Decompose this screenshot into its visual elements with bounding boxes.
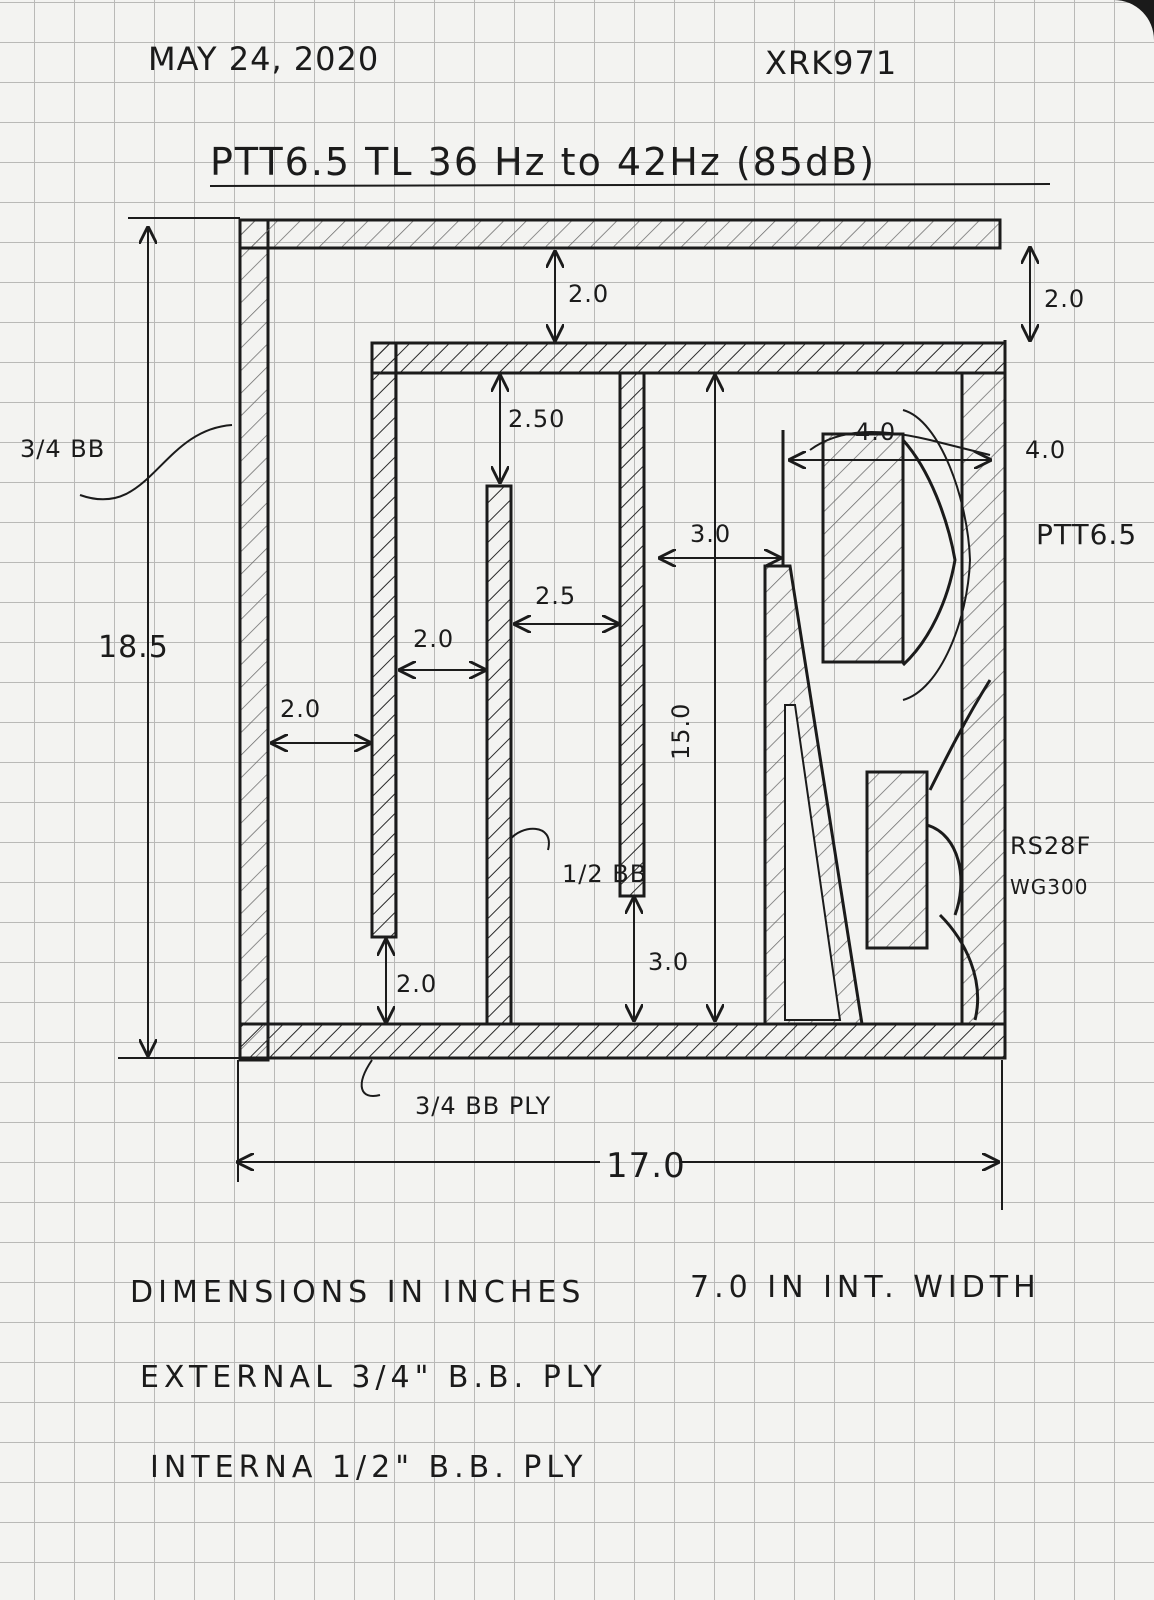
driver-gap-label: 3.0 [690, 520, 732, 548]
tweeter-alt-label: WG300 [1010, 875, 1089, 899]
top-gap-label: 2.0 [568, 280, 610, 308]
short-divider-gap-label: 3.0 [648, 948, 690, 976]
bottom-outer-wall [238, 1022, 1007, 1060]
front-baffle [960, 371, 1007, 1026]
tweeter-wire [928, 679, 992, 791]
overall-width-label: 17.0 [606, 1146, 686, 1186]
tweeter-dome [926, 823, 963, 916]
channel-2-label: 2.0 [413, 625, 455, 653]
woofer-cone [901, 438, 957, 667]
bottom-gap-label: 2.0 [396, 970, 438, 998]
top-outer-wall [238, 218, 1002, 250]
left-outer-wall [238, 218, 270, 1062]
title-underline [209, 183, 1051, 187]
divider-2 [485, 484, 513, 1026]
note-author: XRK971 [765, 44, 898, 82]
outer-material-label: 3/4 BB [20, 435, 106, 463]
note-external: EXTERNAL 3/4" B.B. PLY [140, 1360, 607, 1395]
bottom-material-label: 3/4 BB PLY [415, 1092, 552, 1120]
woofer-magnet [821, 432, 905, 664]
divider-3 [618, 371, 646, 898]
note-internal: INTERNA 1/2" B.B. PLY [150, 1450, 588, 1485]
note-title: PTT6.5 TL 36 Hz to 42Hz (85dB) [210, 140, 877, 184]
note-dimensions: DIMENSIONS IN INCHES [130, 1275, 586, 1310]
wedge-inner [784, 704, 842, 1021]
divider-top-gap-label: 2.50 [508, 405, 566, 433]
divider-1 [370, 341, 398, 939]
channel-1-label: 2.0 [280, 695, 322, 723]
woofer-surround [902, 409, 972, 701]
divider-length-label: 15.0 [667, 702, 695, 760]
outer-material-leader [79, 424, 233, 501]
dimension-lines [79, 217, 1030, 1210]
baffle-depth-outer-label: 4.0 [1025, 436, 1067, 464]
outer-cabinet [238, 218, 1007, 1062]
channel-3-label: 2.5 [535, 582, 577, 610]
baffle-depth-label: 4.0 [855, 418, 897, 446]
overall-height-label: 18.5 [98, 630, 169, 665]
inner-material-leader [509, 827, 550, 851]
baffle-depth-outer-leader [809, 430, 991, 456]
inner-top-panel [370, 341, 1007, 375]
right-top-gap-label: 2.0 [1044, 285, 1086, 313]
woofer-label: PTT6.5 [1036, 518, 1138, 551]
inner-material-label: 1/2 BB [562, 860, 648, 888]
tweeter-wire-2 [938, 913, 980, 1021]
tweeter-body [865, 770, 929, 950]
tweeter-label: RS28F [1010, 832, 1092, 860]
note-date: MAY 24, 2020 [148, 40, 380, 78]
note-int-width: 7.0 IN INT. WIDTH [690, 1270, 1041, 1305]
bottom-material-leader [360, 1059, 381, 1097]
